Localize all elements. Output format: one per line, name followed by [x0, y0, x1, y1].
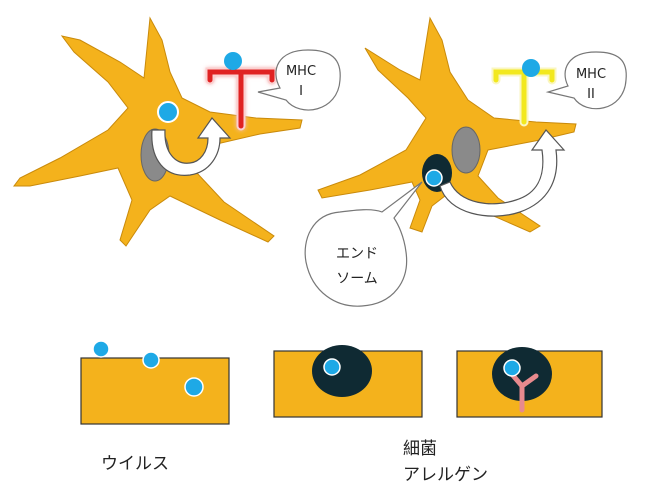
bacteria-antigen-dot: [323, 358, 341, 376]
mhc2-antigen-dot: [522, 59, 540, 77]
endosome-antigen-dot: [425, 169, 443, 187]
left-speech-bubble: [257, 49, 341, 111]
virus-caption: ウイルス: [101, 454, 169, 474]
allergen-antigen-dot: [503, 359, 521, 377]
mhc1-antigen-dot: [224, 52, 242, 70]
antibody-y-shape: [507, 369, 539, 413]
right-dendritic-cell: MHC II エンド ソーム: [304, 16, 627, 307]
bacteria-caption: 細菌: [403, 439, 437, 459]
endosome-label-line1: エンド: [336, 246, 378, 262]
right-nucleus: [451, 126, 481, 174]
mhc1-molecule: [205, 67, 277, 131]
right-bubble-line1: MHC: [576, 67, 606, 82]
virus-dot-3: [184, 377, 204, 397]
virus-panel-box: [80, 357, 230, 425]
allergen-panel: [456, 347, 603, 418]
endosome-label-line2: ソーム: [336, 271, 378, 287]
left-curved-arrow: [151, 117, 232, 176]
right-cell-body: [317, 16, 577, 233]
endosome-callout-bubble: [304, 181, 423, 307]
virus-dot-2: [142, 351, 160, 369]
virus-panel: [80, 340, 230, 425]
allergen-endosome: [492, 347, 552, 401]
bacteria-endosome: [312, 345, 372, 397]
right-curved-arrow: [439, 129, 566, 217]
allergen-caption: アレルゲン: [403, 465, 488, 485]
right-speech-bubble: [545, 51, 627, 110]
left-bubble-line2: I: [299, 84, 303, 99]
left-dendritic-cell: MHC I: [13, 16, 341, 247]
bacteria-panel: [273, 345, 423, 418]
virus-dot-1: [92, 340, 110, 358]
left-antigen-dot: [157, 101, 179, 123]
right-bubble-line2: II: [587, 87, 595, 102]
mhc2-molecule: [491, 67, 557, 127]
left-bubble-line1: MHC: [286, 64, 316, 79]
